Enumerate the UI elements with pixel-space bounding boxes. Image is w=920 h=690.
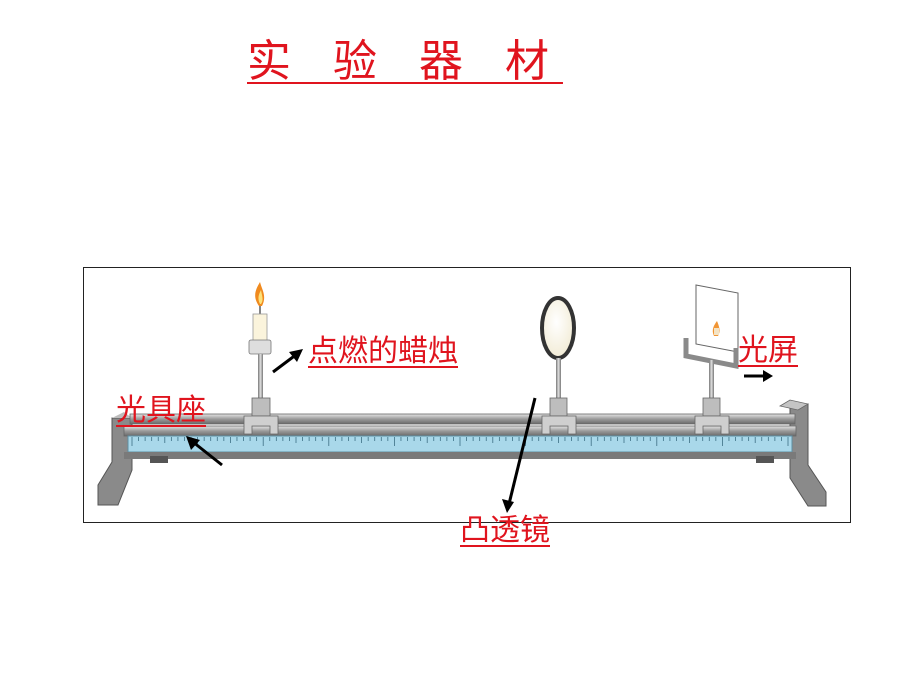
lens-arrow: [502, 397, 537, 513]
label-candle: 点燃的蜡烛: [308, 334, 458, 369]
optical-bench-icon: [97, 399, 827, 507]
diagram-frame: [83, 267, 851, 523]
candle-icon: [243, 282, 279, 435]
page-title: 实 验 器 材: [247, 36, 563, 87]
bench-arrow: [186, 436, 223, 467]
screen-arrow: [744, 370, 773, 382]
scale-ticks: [131, 437, 789, 446]
light-screen-icon: [683, 284, 739, 435]
label-bench: 光具座: [116, 393, 206, 428]
candle-arrow: [272, 349, 303, 374]
label-lens: 凸透镜: [460, 513, 550, 548]
label-screen: 光屏: [738, 333, 798, 368]
convex-lens-icon: [540, 296, 577, 435]
